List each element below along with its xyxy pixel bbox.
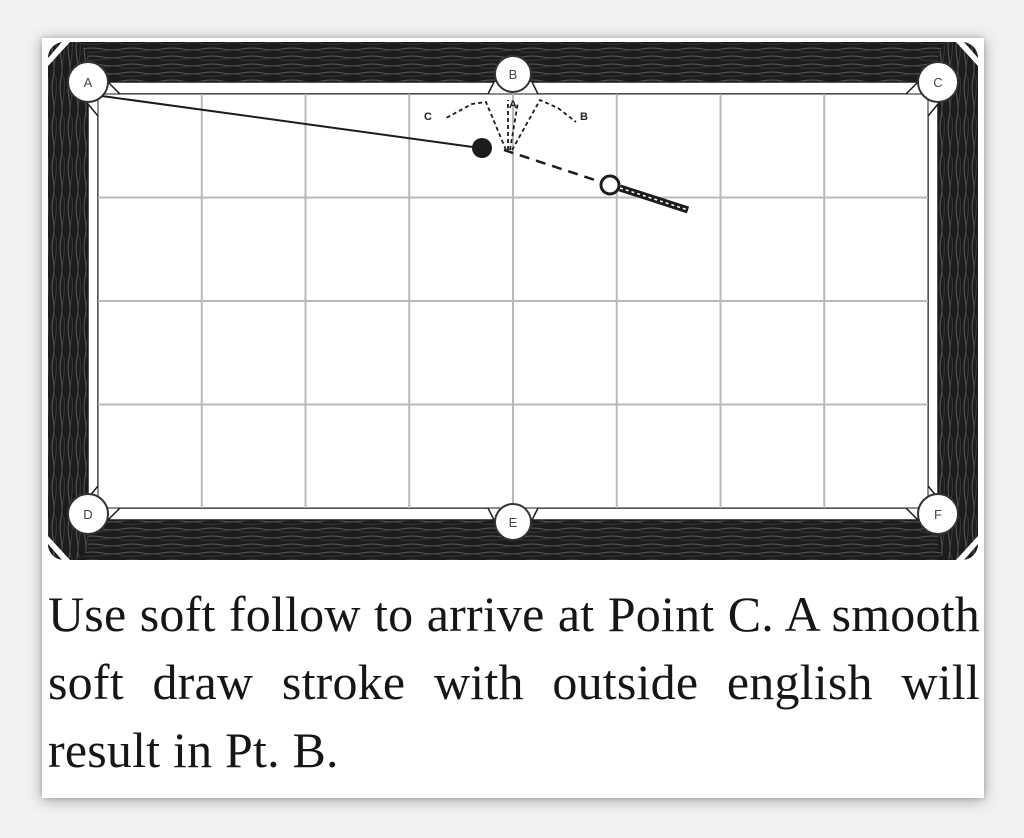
object-ball-path (101, 95, 481, 149)
deflection-path-a (507, 100, 519, 151)
pocket-c: C (917, 61, 959, 103)
svg-text:A: A (84, 75, 93, 90)
deflection-path-b (511, 98, 577, 151)
point-a-label: A (509, 99, 517, 111)
svg-text:D: D (83, 507, 92, 522)
cushions (87, 81, 939, 521)
deflection-path-c (445, 101, 507, 151)
cue-stick (618, 184, 690, 214)
point-b-label: B (580, 111, 588, 123)
object-ball (472, 138, 492, 158)
svg-text:E: E (509, 515, 518, 530)
diamond-grid (98, 94, 928, 508)
pool-table-diagram: A B C D E F (42, 38, 984, 563)
svg-text:C: C (933, 75, 942, 90)
pocket-f: F (917, 493, 959, 535)
illustration-card: A B C D E F (42, 38, 984, 798)
cue-ball (599, 174, 621, 196)
table-rails (48, 42, 978, 560)
pocket-b: B (494, 55, 532, 93)
pocket-e: E (494, 503, 532, 541)
svg-text:B: B (509, 67, 518, 82)
svg-text:F: F (934, 507, 942, 522)
pocket-d: D (67, 493, 109, 535)
diagram-caption: Use soft follow to arrive at Point C. A … (48, 586, 980, 778)
cue-ball-path (503, 148, 611, 187)
point-c-label: C (424, 111, 432, 123)
pocket-a: A (67, 61, 109, 103)
